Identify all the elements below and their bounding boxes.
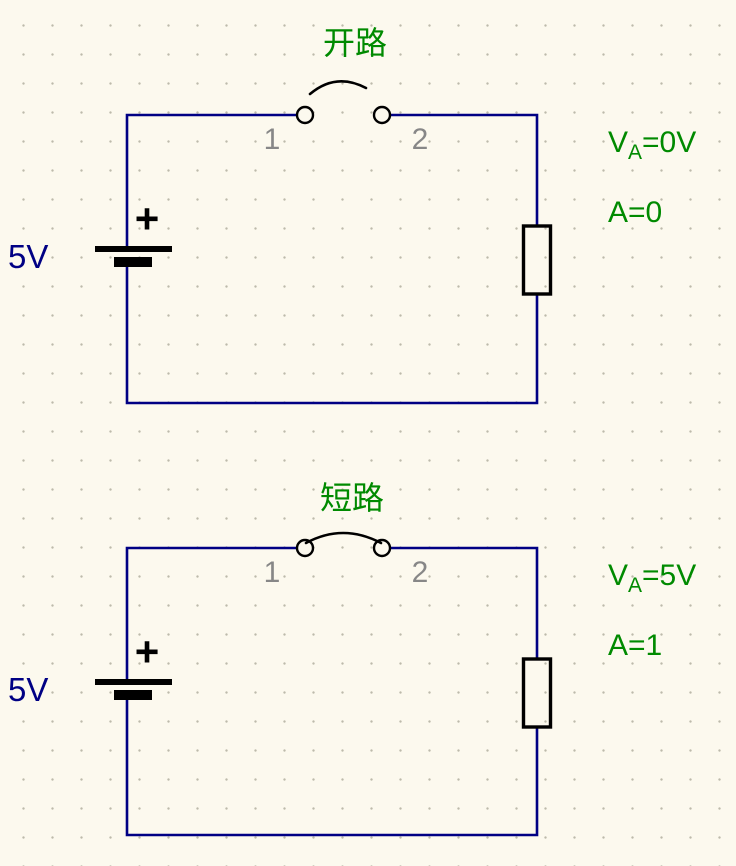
- switch-pin-2: [372, 538, 392, 558]
- switch-pin1-label: 1: [264, 556, 281, 589]
- voltage-annotation: VA=5V: [608, 559, 696, 597]
- circuit-title: 开路: [323, 25, 387, 61]
- current-annotation: A=0: [608, 196, 662, 229]
- circuit-wire-loop: [125, 546, 539, 837]
- battery-plate-short: [114, 257, 152, 267]
- resistor-symbol: [521, 657, 553, 729]
- battery-plate-long: [95, 246, 172, 252]
- battery-plate-long: [95, 679, 172, 685]
- open-circuit-diagram: 开路 1 2 + 5V VA=0V A=0: [8, 25, 696, 405]
- switch-pin-1: [295, 105, 315, 125]
- current-annotation: A=1: [608, 629, 662, 662]
- switch-pin-1: [295, 538, 315, 558]
- switch-lever-open-icon: [308, 79, 368, 96]
- circuit-title: 短路: [320, 480, 384, 516]
- resistor-symbol: [521, 224, 553, 296]
- battery-plus-sign: +: [135, 195, 160, 242]
- battery-plus-sign: +: [135, 628, 160, 675]
- battery-plate-short: [114, 690, 152, 700]
- battery-voltage-label: 5V: [8, 671, 48, 708]
- short-circuit-diagram: 短路 1 2 + 5V VA=5V A=1: [8, 480, 696, 837]
- switch-symbol: 1 2: [264, 79, 429, 156]
- switch-lever-closed-icon: [304, 531, 383, 545]
- battery-voltage-label: 5V: [8, 238, 48, 275]
- circuit-wire-loop: [125, 113, 539, 405]
- switch-pin2-label: 2: [412, 556, 429, 589]
- battery-symbol: + 5V: [8, 628, 172, 708]
- switch-symbol: 1 2: [264, 531, 429, 589]
- battery-symbol: + 5V: [8, 195, 172, 275]
- switch-pin2-label: 2: [412, 123, 429, 156]
- switch-pin1-label: 1: [264, 123, 281, 156]
- switch-pin-2: [372, 105, 392, 125]
- voltage-annotation: VA=0V: [608, 126, 696, 164]
